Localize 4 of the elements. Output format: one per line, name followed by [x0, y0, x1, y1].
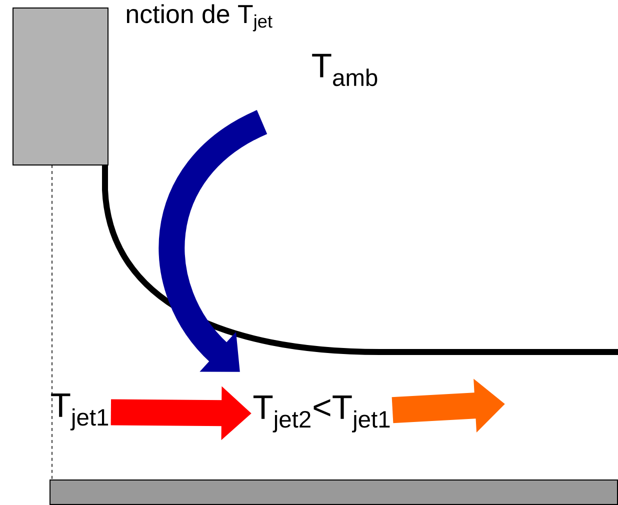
temperature-label: T$_{jet1}$ — [51, 394, 108, 430]
temperature-label: T$_{amb}$ — [312, 54, 378, 86]
title: nction de T$_{jet}$ — [126, 4, 272, 32]
temperature-label: T$_{jet2}$<T$_{jet1}$ — [253, 396, 390, 432]
